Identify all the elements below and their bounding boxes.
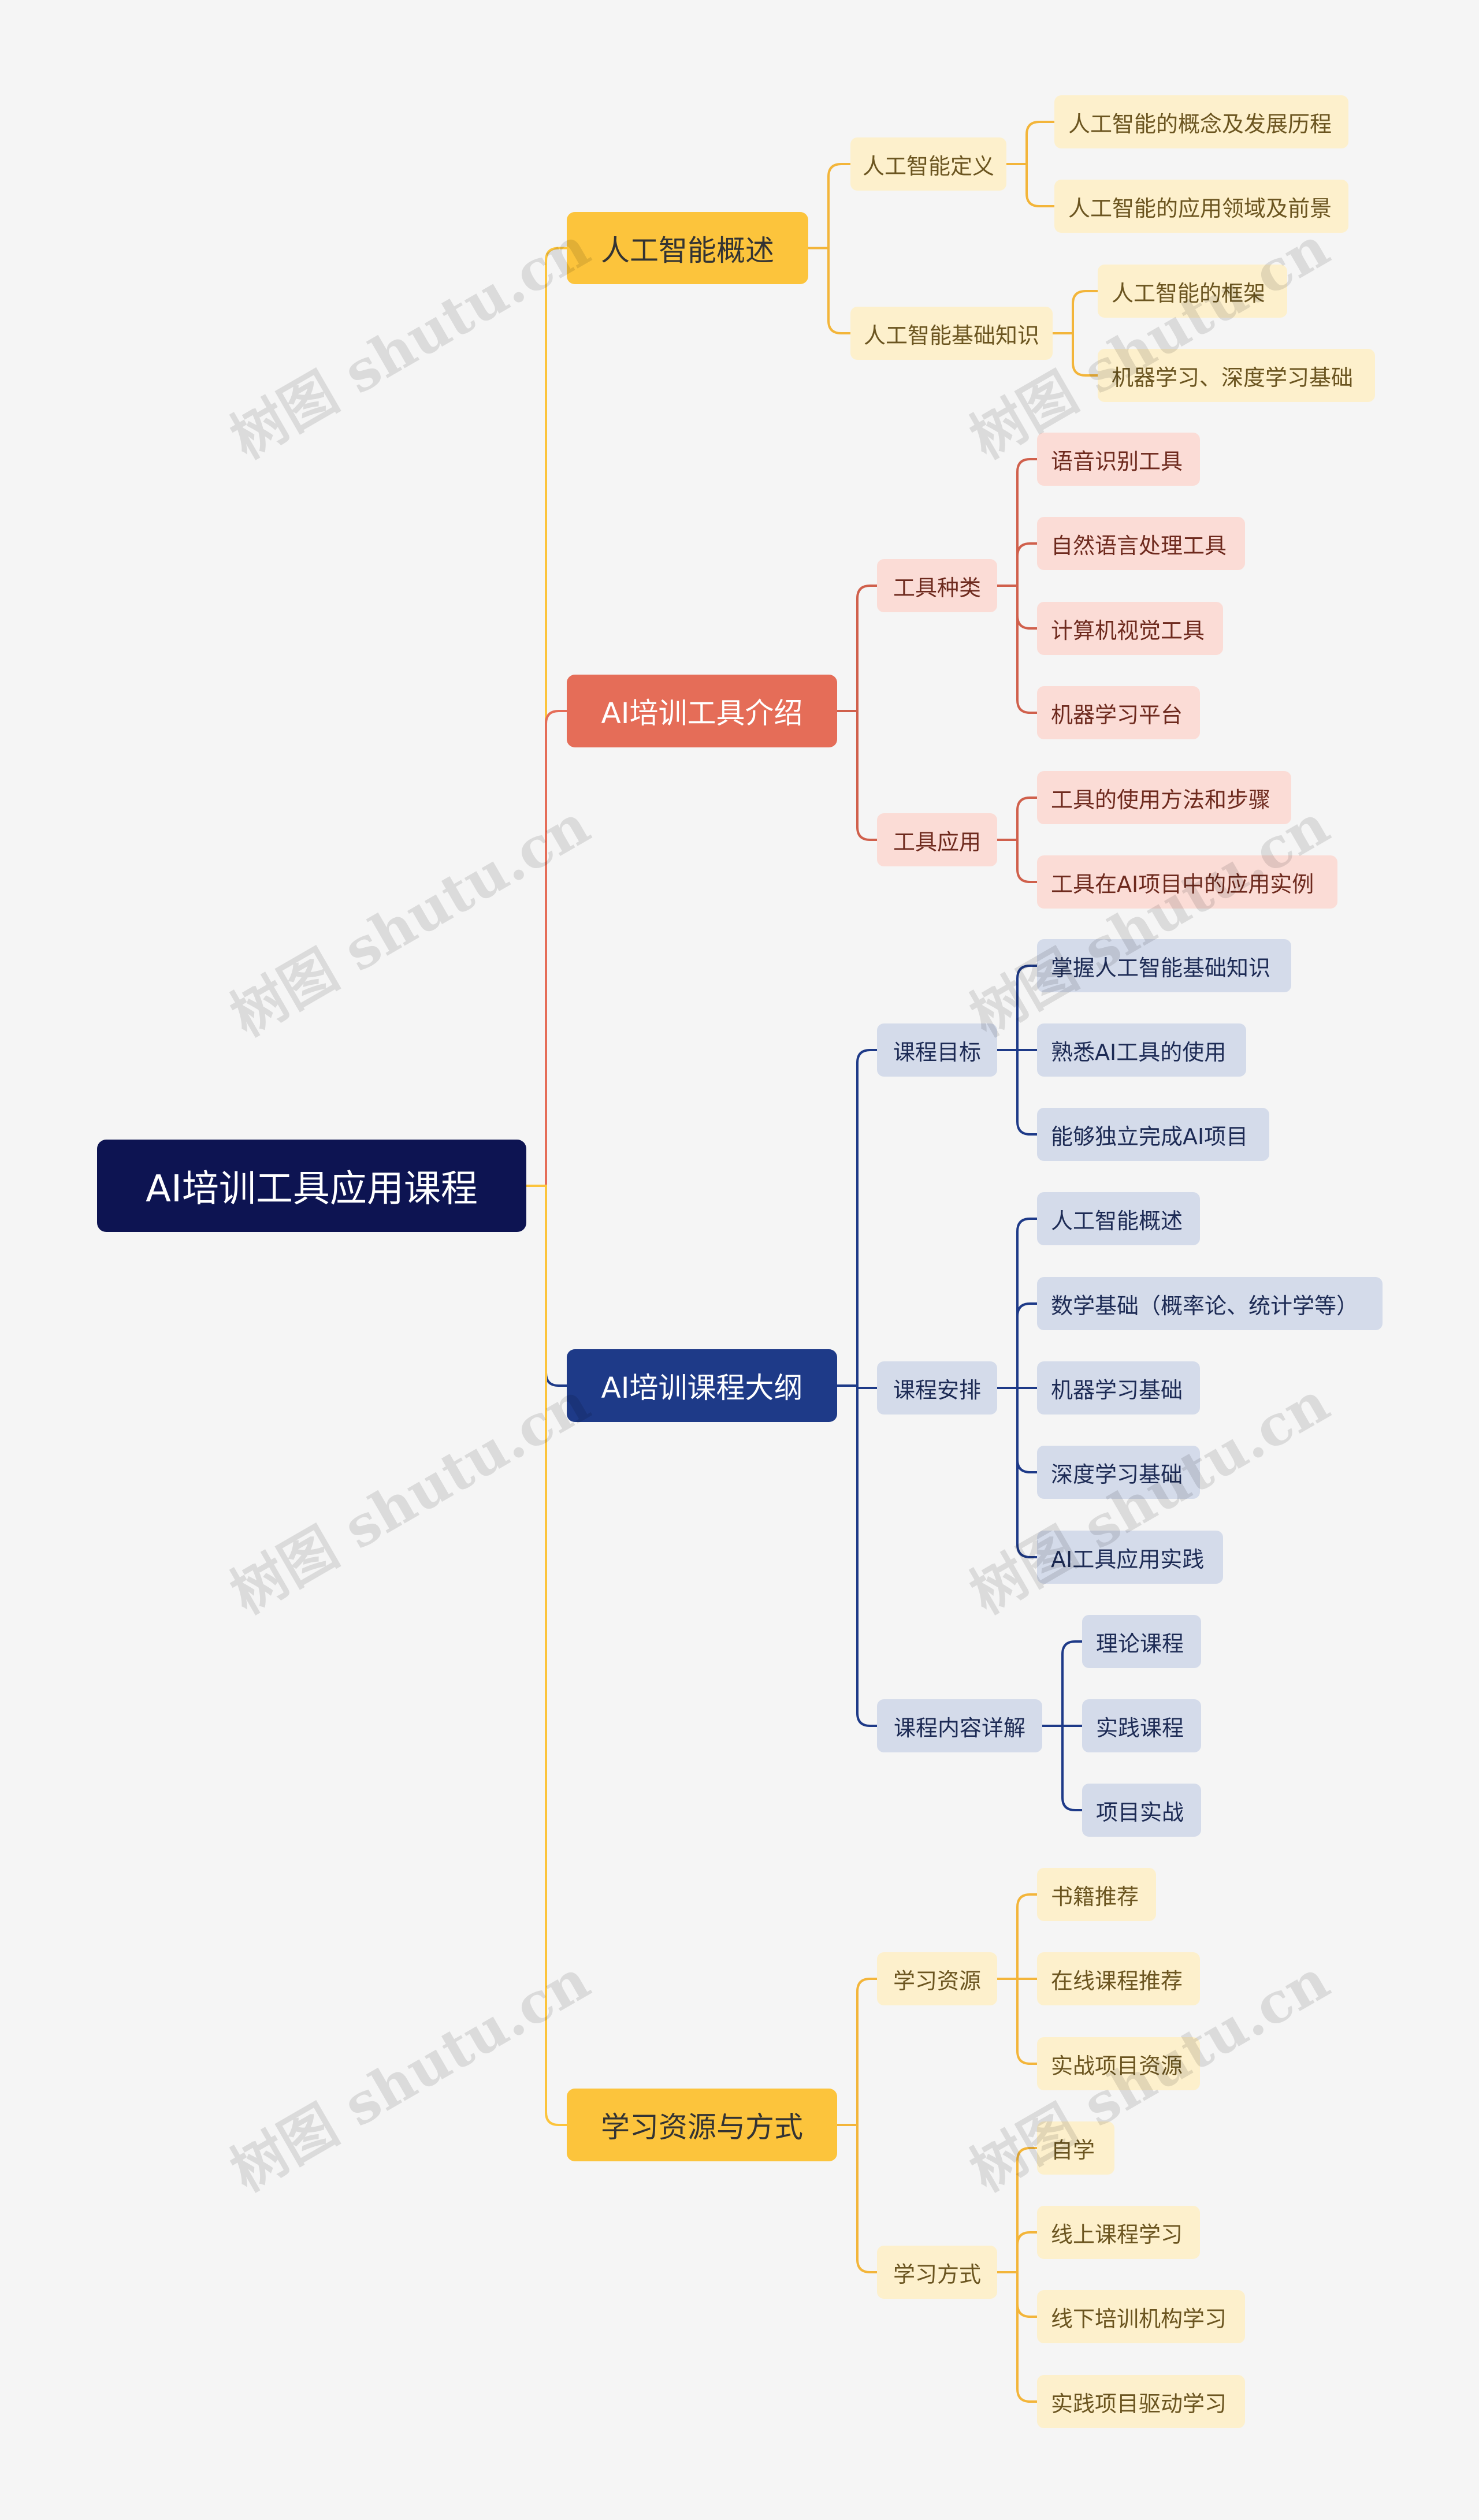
connector-line [996,1302,1038,1389]
group-tool-application[interactable]: 工具应用 [877,813,997,866]
root-node[interactable]: AI培训工具应用课程 [97,1140,526,1232]
item-self-study[interactable]: 自学 [1037,2121,1114,2175]
connector-line [996,1387,1038,1558]
connector-line [996,796,1038,841]
item-dl-basics[interactable]: 深度学习基础 [1037,1446,1200,1499]
item-ml-platform[interactable]: 机器学习平台 [1037,686,1200,739]
connector-line [996,458,1038,587]
group-course-details[interactable]: 课程内容详解 [877,1699,1042,1752]
connector-line [996,1049,1038,1136]
item-nlp-tools[interactable]: 自然语言处理工具 [1037,517,1245,570]
item-math-basics[interactable]: 数学基础（概率论、统计学等） [1037,1277,1383,1330]
group-course-goals[interactable]: 课程目标 [877,1023,997,1077]
item-online-course-recommend[interactable]: 在线课程推荐 [1037,1952,1200,2005]
connector-line [807,247,852,334]
item-speech-recognition[interactable]: 语音识别工具 [1037,433,1200,486]
item-ai-tool-practice[interactable]: AI工具应用实践 [1037,1531,1223,1584]
connector-line [1005,163,1056,207]
group-ai-basics[interactable]: 人工智能基础知识 [850,307,1053,360]
connector-line [996,839,1038,883]
item-computer-vision[interactable]: 计算机视觉工具 [1037,602,1223,655]
connector-line [836,1978,878,2126]
connector-line [1051,332,1099,377]
connector-line [996,1893,1038,1980]
connector-line [1041,1725,1083,1811]
item-ai-framework[interactable]: 人工智能的框架 [1098,265,1287,318]
item-familiar-ai-tools[interactable]: 熟悉AI工具的使用 [1037,1023,1246,1077]
item-book-recommend[interactable]: 书籍推荐 [1037,1868,1156,1921]
item-project-resources[interactable]: 实战项目资源 [1037,2037,1200,2090]
branch-ai-overview[interactable]: 人工智能概述 [567,212,808,284]
item-project-driven[interactable]: 实践项目驱动学习 [1037,2375,1245,2428]
item-ml-basics[interactable]: 机器学习基础 [1037,1361,1200,1415]
connector-line [836,1384,878,1727]
group-learning-methods[interactable]: 学习方式 [877,2246,997,2299]
group-tool-types[interactable]: 工具种类 [877,559,997,612]
branch-course-outline[interactable]: AI培训课程大纲 [567,1349,837,1422]
connector-line [836,2124,878,2273]
connector-line [836,585,878,712]
item-master-ai-basics[interactable]: 掌握人工智能基础知识 [1037,939,1291,992]
item-tool-ai-project-examples[interactable]: 工具在AI项目中的应用实例 [1037,855,1337,909]
item-schedule-ai-overview[interactable]: 人工智能概述 [1037,1192,1200,1245]
item-offline-training[interactable]: 线下培训机构学习 [1037,2290,1245,2343]
item-ml-dl-basics[interactable]: 机器学习、深度学习基础 [1098,349,1375,402]
item-practice-course[interactable]: 实践课程 [1082,1699,1201,1752]
branch-learning-resources[interactable]: 学习资源与方式 [567,2089,837,2161]
item-independent-ai-project[interactable]: 能够独立完成AI项目 [1037,1108,1269,1161]
branch-ai-tools-intro[interactable]: AI培训工具介绍 [567,675,837,747]
item-project-practice[interactable]: 项目实战 [1082,1784,1201,1837]
connector-line [836,1049,878,1387]
connector-line [996,585,1038,714]
item-online-learning[interactable]: 线上课程学习 [1037,2206,1200,2259]
group-ai-definition[interactable]: 人工智能定义 [850,137,1006,191]
item-tool-usage-steps[interactable]: 工具的使用方法和步骤 [1037,771,1291,824]
connector-line [996,1978,1038,2065]
connector-line [1051,290,1099,334]
connector-line [525,1185,568,2126]
connector-line [996,2271,1038,2403]
item-theory-course[interactable]: 理论课程 [1082,1615,1201,1668]
item-ai-concept-history[interactable]: 人工智能的概念及发展历程 [1054,95,1348,148]
connector-line [996,2231,1038,2273]
connector-line [1041,1640,1083,1727]
connector-line [807,163,852,250]
connector-line [525,710,568,1187]
connector-line [996,2147,1038,2273]
connector-line [836,710,878,841]
group-learning-resources[interactable]: 学习资源 [877,1952,997,2005]
connector-line [996,542,1038,587]
connector-line [996,1218,1038,1389]
item-ai-application-fields[interactable]: 人工智能的应用领域及前景 [1054,180,1348,233]
connector-line [1005,121,1056,165]
connector-line [996,965,1038,1051]
connector-line [525,247,568,1187]
group-course-schedule[interactable]: 课程安排 [877,1361,997,1415]
